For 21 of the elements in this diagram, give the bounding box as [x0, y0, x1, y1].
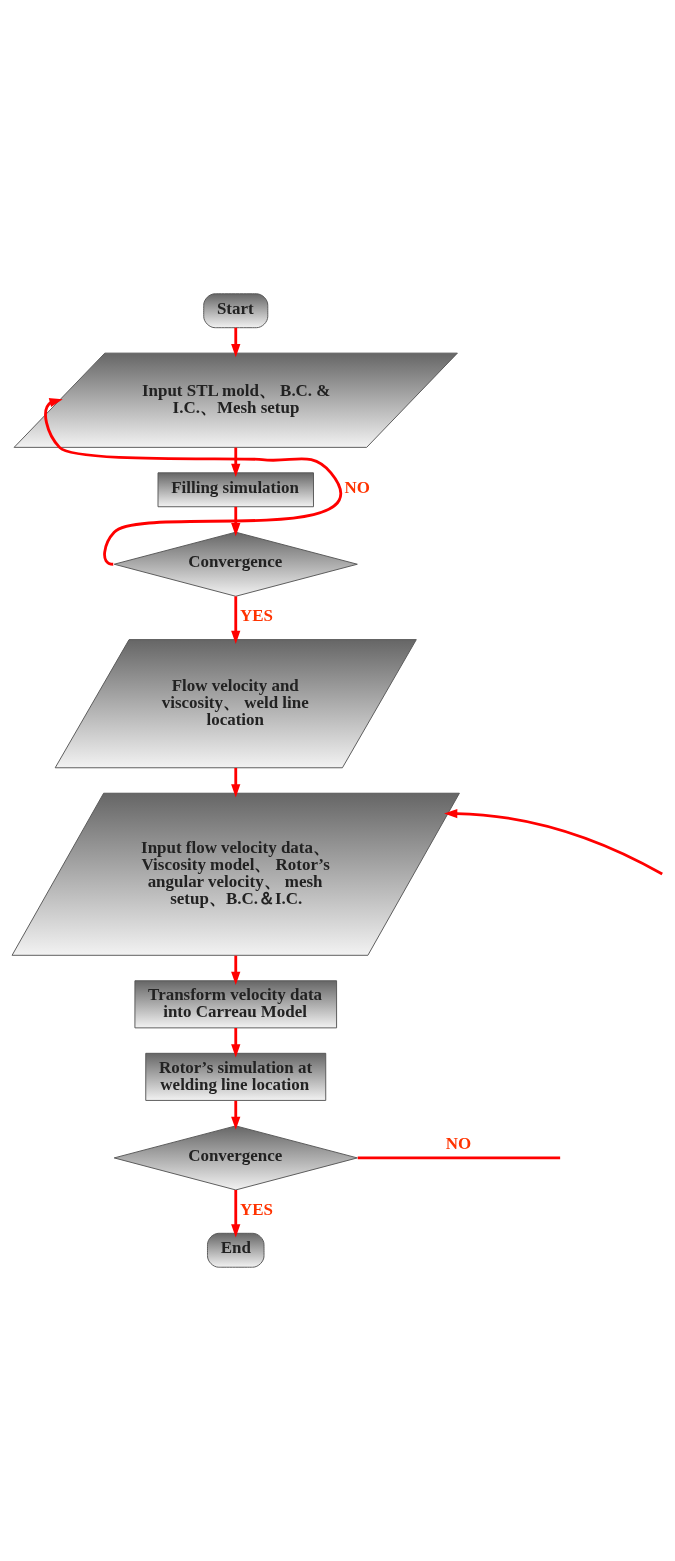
edge-label: NO [445, 1133, 472, 1153]
arrow [44, 398, 342, 566]
node-box: Filling simulation [157, 472, 314, 508]
arrow [231, 1028, 241, 1058]
arrow [231, 1190, 241, 1238]
connector [357, 1156, 561, 1160]
arrow [231, 1100, 241, 1130]
node-diamond: Convergence [113, 531, 358, 597]
edge-label: NO [344, 477, 371, 497]
node-box: Rotor’s simulation at welding line location [145, 1052, 327, 1101]
arrow [231, 767, 241, 798]
edge-label: YES [239, 1199, 273, 1219]
arrow [444, 808, 663, 876]
arrow [231, 327, 241, 358]
node-box: Start [203, 293, 269, 329]
arrow [231, 955, 241, 985]
arrow [231, 596, 241, 644]
edge-label: YES [239, 606, 273, 626]
node-box: Transform velocity data into Carreau Model [134, 980, 338, 1029]
node-box: End [207, 1232, 265, 1268]
node-diamond: Convergence [113, 1125, 358, 1191]
